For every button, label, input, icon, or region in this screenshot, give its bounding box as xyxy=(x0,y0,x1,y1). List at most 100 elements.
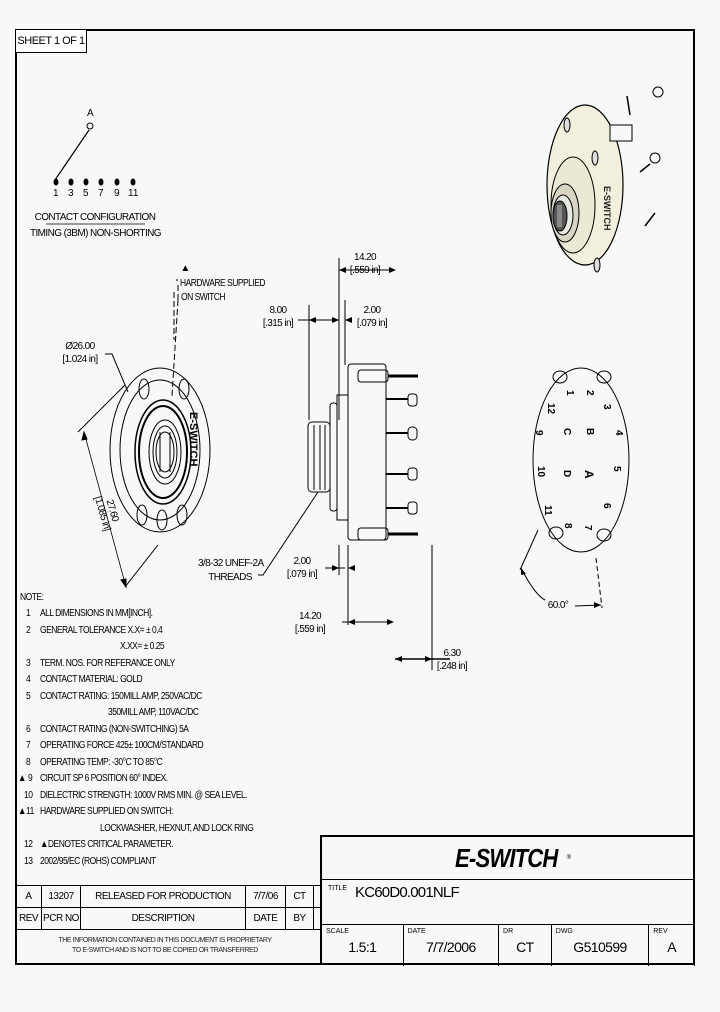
svg-text:2: 2 xyxy=(584,390,595,396)
terminal-dim-mm: 6.30 xyxy=(443,648,461,659)
note-item: LOCKWASHER, HEXNUT, AND LOCK RING xyxy=(100,822,254,834)
svg-text:8: 8 xyxy=(562,523,573,529)
svg-text:10: 10 xyxy=(535,466,546,478)
terminal-number: 9 xyxy=(114,188,120,199)
notes-heading: NOTE: xyxy=(20,592,44,603)
top-overall-mm: 14.20 xyxy=(353,252,377,263)
dia-dim-in: [1.024 in] xyxy=(62,354,98,365)
front-brand-text: E-SWITCH xyxy=(187,412,199,466)
svg-text:3: 3 xyxy=(601,404,612,410)
top-overall-in: [.559 in] xyxy=(349,265,381,276)
terminal-view xyxy=(532,367,630,553)
svg-text:1: 1 xyxy=(564,390,575,396)
common-contact-icon xyxy=(86,122,94,130)
company-logo: E-SWITCH® xyxy=(322,837,695,880)
terminal-dots xyxy=(53,178,136,186)
svg-text:A: A xyxy=(582,470,596,479)
shaft-dim-mm: 8.00 xyxy=(269,305,287,316)
critical-triangle-icon: ▲ xyxy=(180,263,190,274)
common-contact-label: A xyxy=(86,108,94,119)
drawing-frame xyxy=(15,29,695,965)
hardware-note-line1: HARDWARE SUPPLIED xyxy=(180,278,266,289)
terminal-number: 7 xyxy=(98,188,104,199)
revision-row: A 13207 RELEASED FOR PRODUCTION 7/7/06 C… xyxy=(16,886,320,908)
flange-dim-in: [.079 in] xyxy=(356,318,388,329)
title-label: TITLE xyxy=(328,885,348,892)
date-cell: 7/7/06 xyxy=(246,886,286,907)
side-view xyxy=(307,363,418,541)
front-view xyxy=(109,285,211,533)
bottom-overall-in: [.559 in] xyxy=(294,624,326,635)
svg-text:12: 12 xyxy=(545,403,556,415)
sheet-label: SHEET 1 OF 1 xyxy=(15,29,87,53)
terminal-number: 1 xyxy=(53,188,59,199)
shaft-dim-in: [.315 in] xyxy=(262,318,294,329)
description-header: DESCRIPTION xyxy=(81,908,246,929)
svg-text:5: 5 xyxy=(611,466,622,472)
revision-header-row: REV PCR NO DESCRIPTION DATE BY xyxy=(16,908,320,930)
isometric-view xyxy=(546,86,664,273)
terminal-number: 5 xyxy=(83,188,89,199)
proprietary-notice: THE INFORMATION CONTAINED IN THIS DOCUME… xyxy=(58,937,272,954)
date-header: DATE xyxy=(246,908,286,929)
hardware-note-line2: ON SWITCH xyxy=(181,292,226,303)
svg-text:D: D xyxy=(561,470,572,477)
dia-dim-mm: Ø26.00 xyxy=(65,341,95,352)
contact-config-subtitle: TIMING (3BM) NON-SHORTING xyxy=(30,228,162,239)
terminal-numbers: 1 3 5 7 9 11 xyxy=(48,188,148,200)
threads-line1: 3/8-32 UNEF-2A xyxy=(198,558,264,569)
bottom-flange-in: [.079 in] xyxy=(286,569,318,580)
part-number: KC60D0.001NLF xyxy=(355,884,460,901)
wiper-line xyxy=(54,129,90,181)
note-item: 350MILL AMP, 110VAC/DC xyxy=(108,707,199,718)
pcr-header: PCR NO xyxy=(42,908,81,929)
iso-brand-text: E-SWITCH xyxy=(602,186,612,231)
critical-triangle-icon: ▲ xyxy=(18,773,26,784)
by-header: BY xyxy=(286,908,314,929)
bottom-overall-mm: 14.20 xyxy=(298,611,322,622)
terminal-labels: 1 2 3 4 5 6 7 8 11 10 9 12 C B D A xyxy=(533,390,624,531)
svg-text:4: 4 xyxy=(613,430,624,436)
bottom-flange-mm: 2.00 xyxy=(293,556,311,567)
svg-text:11: 11 xyxy=(542,505,553,516)
note-item: X.XX= ± 0.25 xyxy=(120,641,165,652)
description-cell: RELEASED FOR PRODUCTION xyxy=(81,886,246,907)
pcr-cell: 13207 xyxy=(42,886,81,907)
revision-table: A 13207 RELEASED FOR PRODUCTION 7/7/06 C… xyxy=(15,885,320,965)
flange-dim-mm: 2.00 xyxy=(363,305,381,316)
rev-cell: A xyxy=(16,886,42,907)
note-item: 12▲DENOTES CRITICAL PARAMETER. xyxy=(24,839,173,850)
svg-text:C: C xyxy=(561,428,572,435)
terminal-dim-in: [.248 in] xyxy=(436,661,468,672)
contact-config-title: CONTACT CONFIGURATION xyxy=(34,212,156,223)
index-angle: 60.0° xyxy=(547,600,569,611)
rev-header: REV xyxy=(16,908,42,929)
by-cell: CT xyxy=(286,886,314,907)
critical-triangle-icon: ▲ xyxy=(18,806,26,817)
svg-text:B: B xyxy=(584,428,595,435)
terminal-number: 11 xyxy=(128,188,139,199)
svg-text:9: 9 xyxy=(533,430,544,436)
svg-text:7: 7 xyxy=(582,525,593,531)
